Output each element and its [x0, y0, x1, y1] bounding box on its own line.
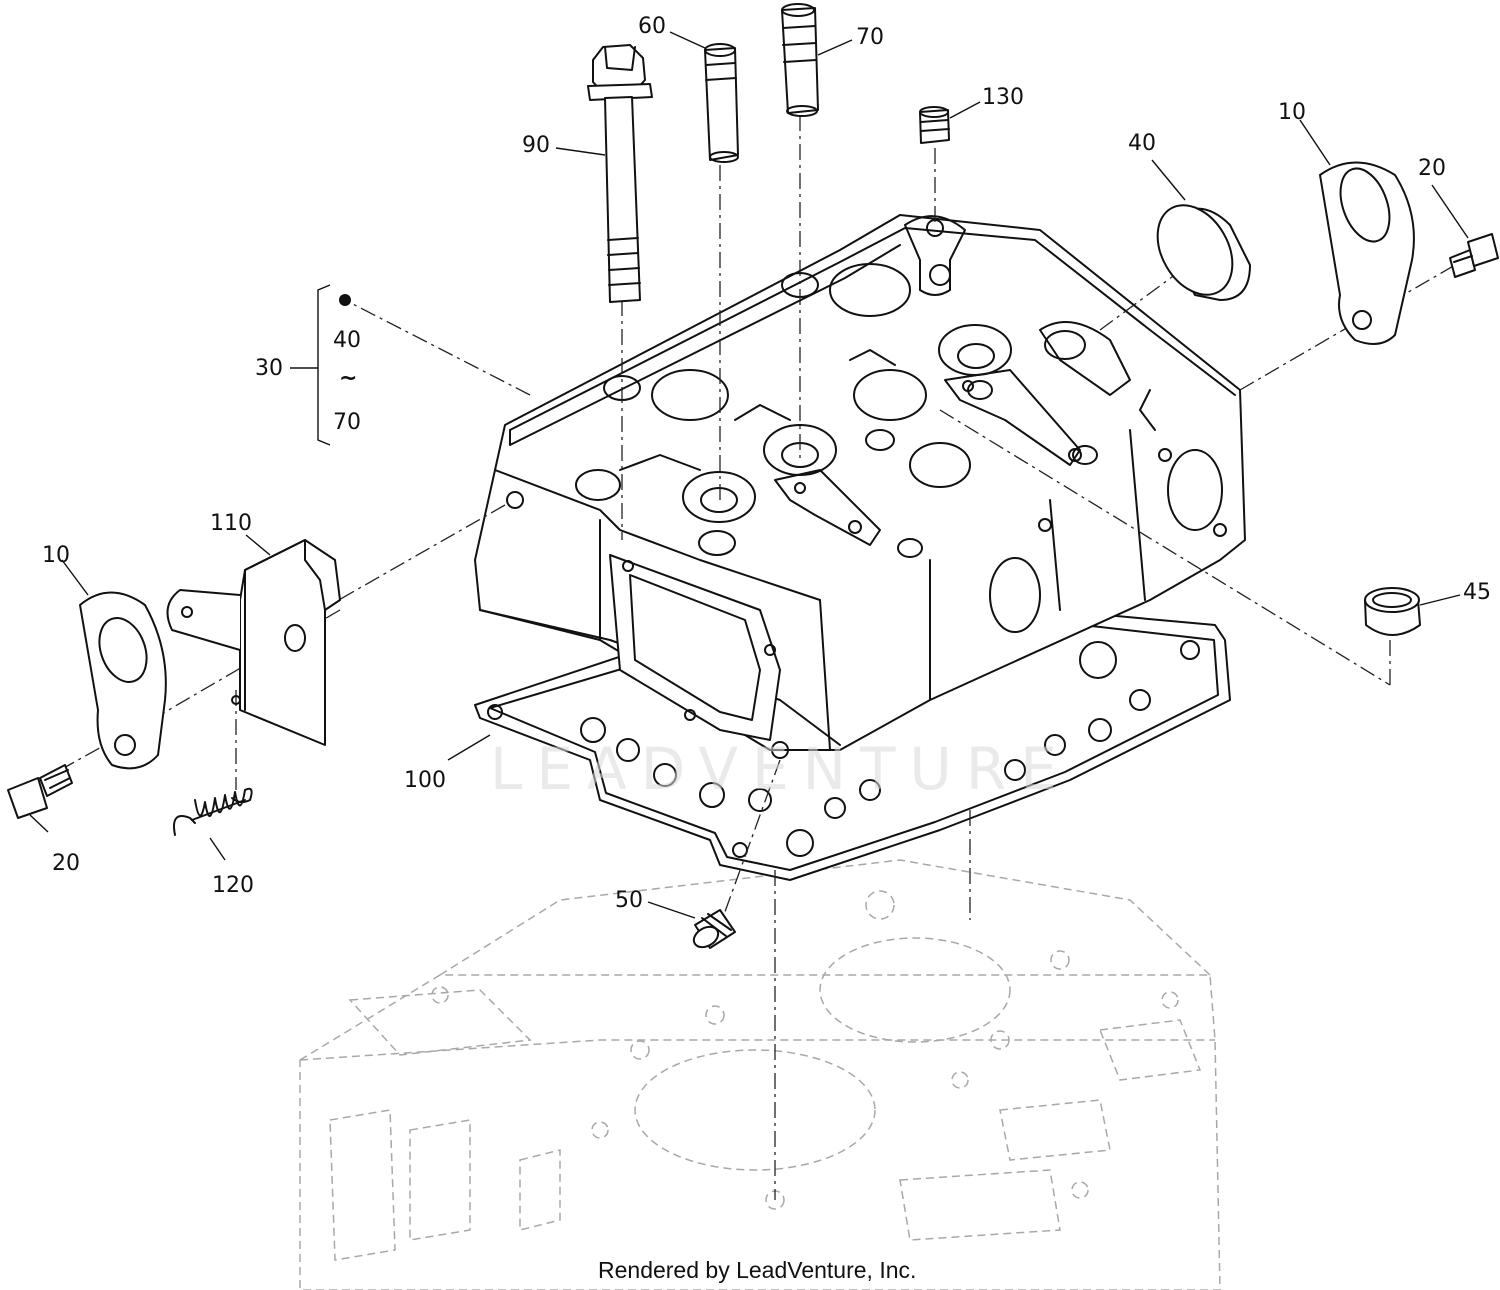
callout-20-right: 20 — [1418, 156, 1446, 181]
callout-100: 100 — [404, 768, 446, 793]
valve-guide-70 — [781, 3, 819, 117]
spring-120 — [173, 787, 253, 836]
callout-120: 120 — [212, 873, 254, 898]
callout-50: 50 — [615, 888, 643, 913]
cap-40 — [1156, 204, 1251, 301]
callout-130: 130 — [982, 85, 1024, 110]
render-credit: Rendered by LeadVenture, Inc. — [598, 1257, 917, 1283]
callout-60: 60 — [638, 14, 666, 39]
callout-10-right: 10 — [1278, 100, 1306, 125]
callout-30: 30 — [255, 356, 283, 381]
cylinder-head — [474, 214, 1246, 759]
bolt-20-left — [7, 764, 73, 819]
callout-70-top: 70 — [856, 25, 884, 50]
callout-110: 110 — [210, 511, 252, 536]
callout-20-left: 20 — [52, 851, 80, 876]
plug-50 — [692, 909, 736, 949]
callout-range-tilde: ~ — [339, 366, 358, 391]
bolt-20-right — [1449, 233, 1499, 278]
callout-90: 90 — [522, 133, 550, 158]
plug-45 — [1364, 587, 1421, 636]
group-marker-dot — [339, 294, 351, 306]
hanger-plate-right — [1319, 161, 1415, 345]
plug-130 — [919, 106, 950, 144]
head-bolt-90 — [587, 44, 653, 303]
callout-70-group: 70 — [333, 410, 361, 435]
valve-guide-60 — [704, 43, 739, 163]
callout-40-group: 40 — [333, 328, 361, 353]
bracket-110 — [166, 539, 341, 746]
engine-block-ghost — [299, 859, 1221, 1290]
hanger-plate-left — [79, 591, 167, 770]
callout-45: 45 — [1463, 580, 1491, 605]
callout-10-left: 10 — [42, 543, 70, 568]
leader-lines — [29, 31, 1469, 919]
callout-40-right: 40 — [1128, 131, 1156, 156]
watermark: LEADVENTURE — [490, 735, 1071, 803]
